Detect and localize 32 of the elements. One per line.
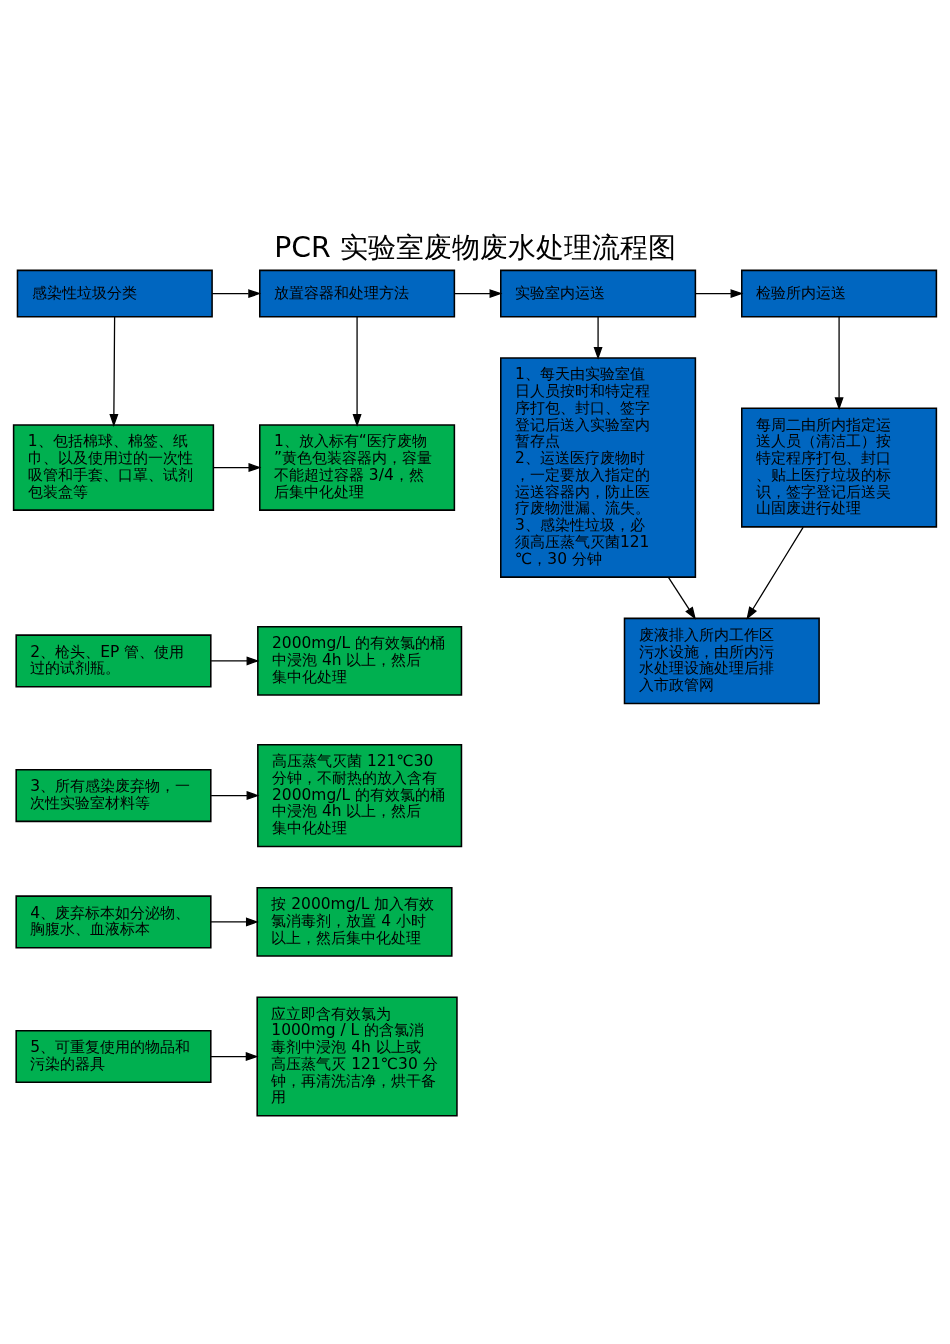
arrow — [211, 288, 262, 298]
node-box: 高压蒸气灭菌 121℃30 分钟，不耐热的放入含有 2000mg/L 的有效氯的桶中浸泡 4h 以上，然后集中化处理 — [257, 743, 463, 847]
node-box: 感染性垃圾分类 — [16, 269, 213, 318]
arrow — [593, 315, 603, 360]
node-box: 废液排入所内工作区污水设施，由所内污水处理设施处理后排入市政管网 — [623, 617, 820, 704]
arrow — [453, 288, 503, 298]
arrow — [694, 288, 744, 298]
node-box: 1、包括棉球、棉签、纸巾、以及使用过的一次性吸管和手套、口罩、试剂包装盒等 — [12, 423, 215, 511]
arrow — [212, 462, 262, 472]
node-box: 放置容器和处理方法 — [259, 269, 456, 318]
arrow — [210, 916, 259, 926]
node-box: 检验所内运送 — [741, 269, 938, 318]
node-box: 2、枪头、EP 管、使用过的试剂瓶。 — [15, 633, 212, 687]
node-box: 按 2000mg/L 加入有效氯消毒剂，放置 4 小时以上，然后集中化处理 — [256, 886, 453, 957]
node-box: 每周二由所内指定运送人员（清洁工）按特定程序打包、封口、贴上医疗垃圾的标识，签字登记后送吴山固废进行处理 — [741, 407, 938, 528]
arrow — [746, 526, 804, 620]
arrow — [210, 790, 260, 800]
node-box: 3、所有感染废弃物，一次性实验室材料等 — [15, 768, 212, 822]
node-box: 应立即含有效氯为1000mg / L 的含氯消毒剂中浸泡 4h 以上或高压蒸气灭 121℃30 分钟，再清洗洁净，烘干备用 — [256, 996, 458, 1117]
node-box: 4、废弃标本如分泌物、胸腹水、血液标本 — [15, 894, 212, 948]
arrow — [667, 576, 696, 620]
node-box: 5、可重复使用的物品和污染的器具 — [15, 1029, 212, 1083]
arrow — [109, 315, 119, 427]
diagram-title: PCR 实验室废物废水处理流程图 — [274, 230, 676, 264]
node-box: 2000mg/L 的有效氯的桶中浸泡 4h 以上，然后集中化处理 — [257, 625, 463, 696]
node-box: 实验室内运送 — [500, 269, 697, 318]
arrow — [210, 1051, 259, 1061]
node-box: 1、放入标有“医疗废物”黄色包装容器内，容量不能超过容器 3/4，然后集中化处理 — [259, 423, 456, 511]
node-box: 1、每天由实验室值日人员按时和特定程序打包、封口、签字登记后送入实验室内暂存点 2、运送医疗废物时，一定要放入指定的运送容器内，防止医疗废物泄漏、流失。 3、感染性垃圾，必须高压蒸气灭菌121℃，30 分钟 — [500, 356, 697, 578]
arrow — [352, 315, 362, 427]
arrow — [210, 655, 260, 665]
arrow — [834, 315, 844, 410]
